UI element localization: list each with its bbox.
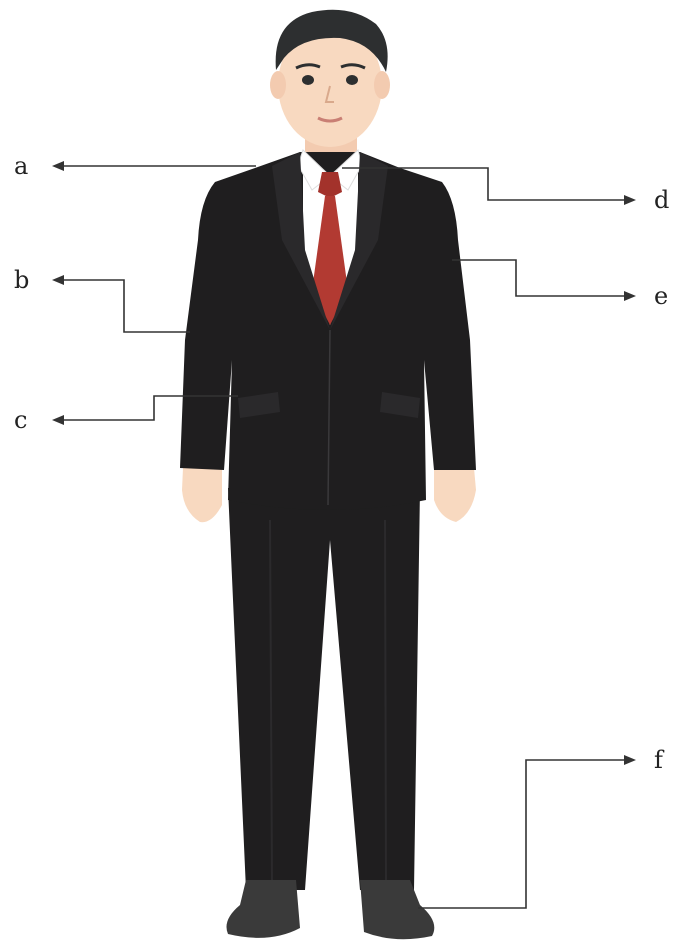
label-d: d — [654, 186, 669, 214]
callout-b-line — [62, 279, 190, 333]
callout-c — [52, 395, 238, 425]
callout-c-arrowhead — [52, 415, 64, 425]
callout-a — [52, 161, 256, 171]
label-a: a — [14, 152, 28, 180]
callout-b — [52, 275, 190, 333]
right-shoe — [360, 880, 435, 940]
callouts — [52, 161, 636, 909]
left-eyebrow — [295, 63, 321, 70]
nose — [324, 85, 334, 103]
callout-f-line — [418, 759, 624, 909]
right-lapel — [330, 152, 388, 330]
left-shoe — [226, 880, 300, 938]
trouser-crease-left — [269, 519, 273, 881]
label-b: b — [14, 266, 29, 294]
callout-b-arrowhead — [52, 275, 64, 285]
trousers — [228, 488, 420, 890]
callout-e — [452, 259, 636, 301]
left-eye — [302, 75, 314, 85]
head — [278, 23, 382, 147]
callout-d-line — [342, 167, 624, 201]
right-eye — [346, 75, 358, 85]
callout-c-line — [62, 395, 238, 421]
right-ear — [374, 71, 390, 99]
right-hand — [434, 468, 476, 522]
left-pocket-flap — [238, 392, 280, 418]
callout-labels: a b c d e f — [14, 152, 669, 774]
label-c: c — [14, 406, 27, 434]
tie — [318, 172, 342, 196]
callout-d-arrowhead — [624, 195, 636, 205]
jacket — [180, 152, 476, 510]
callout-f — [418, 755, 636, 909]
label-f: f — [654, 746, 665, 774]
callout-e-arrowhead — [624, 291, 636, 301]
callout-f-arrowhead — [624, 755, 636, 765]
callout-a-arrowhead — [52, 161, 64, 171]
callout-d — [342, 167, 636, 205]
jacket-front-edge — [327, 329, 331, 506]
tie-blade — [312, 196, 348, 325]
trouser-crease-right — [384, 519, 387, 881]
right-eyebrow — [340, 63, 366, 70]
callout-e-line — [452, 259, 624, 297]
right-pocket-flap — [380, 392, 420, 418]
mouth — [317, 116, 343, 123]
man-in-suit-figure — [180, 9, 476, 940]
left-ear — [270, 71, 286, 99]
label-e: e — [654, 282, 668, 310]
left-lapel — [272, 152, 330, 330]
hair — [275, 9, 388, 72]
left-hand — [182, 468, 222, 523]
